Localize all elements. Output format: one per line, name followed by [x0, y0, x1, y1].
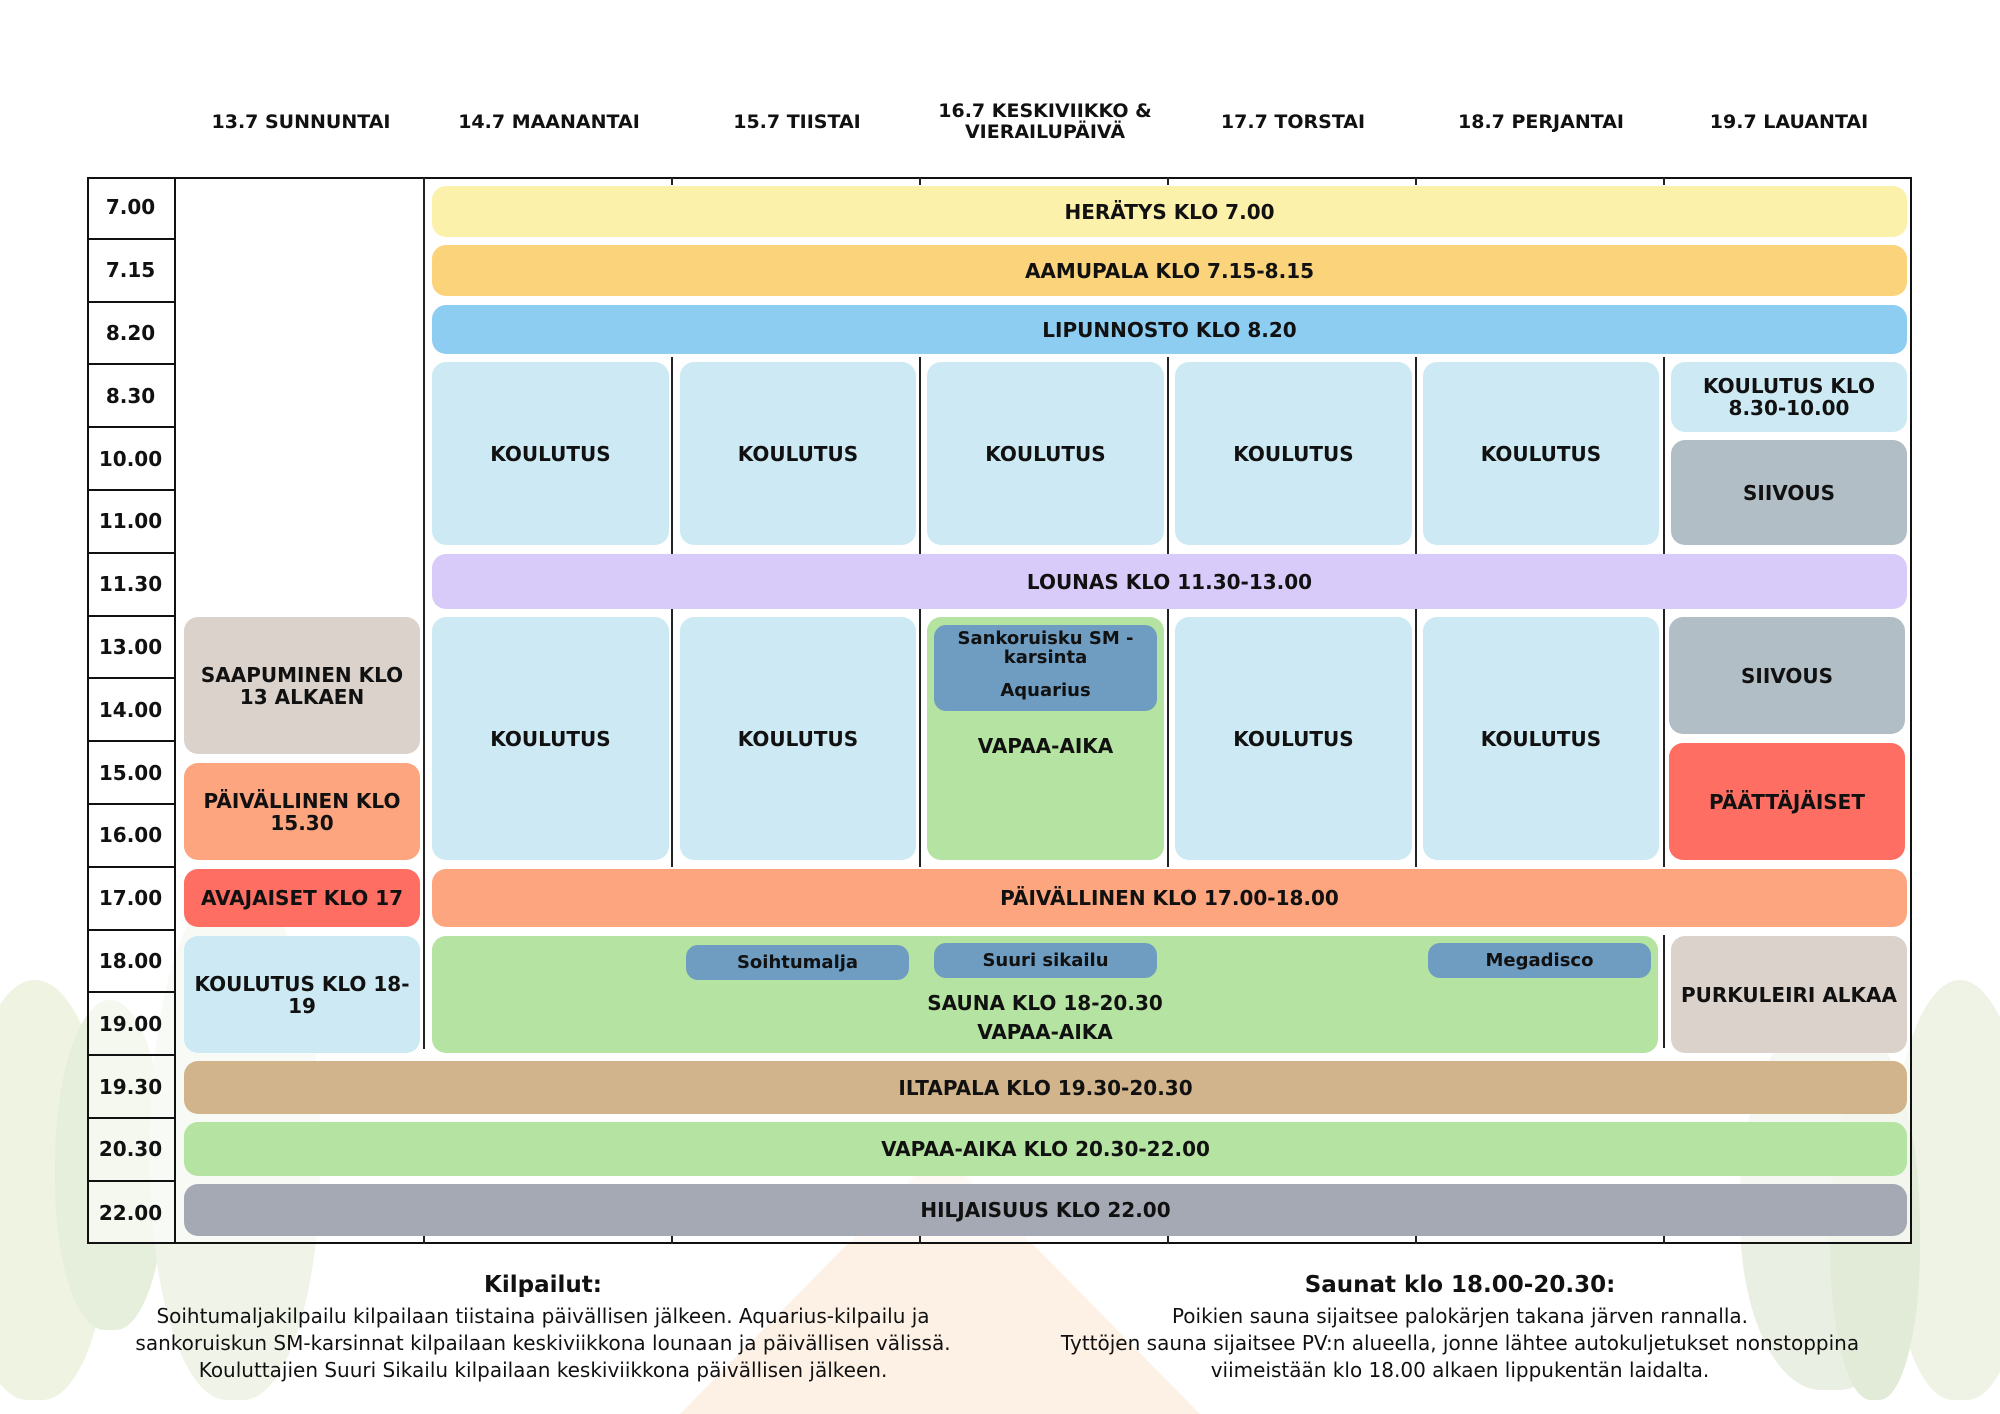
time-label: 19.30: [87, 1056, 174, 1119]
kilpailut-line: Kouluttajien Suuri Sikailu kilpailaan ke…: [198, 1358, 888, 1382]
column-divider: [1663, 357, 1665, 867]
vapaa-aika-label: VAPAA-AIKA: [977, 734, 1114, 758]
time-column: 7.00 7.15 8.20 8.30 10.00 11.00 11.30 13…: [87, 177, 176, 1244]
sankoruisku-label: Sankoruisku SM -karsinta: [957, 628, 1134, 668]
saunat-line: Poikien sauna sijaitsee palokärjen takan…: [1171, 1304, 1749, 1328]
column-divider: [1167, 357, 1169, 867]
day-header-wednesday: 16.7 KESKIVIIKKO & VIERAILUPÄIVÄ: [938, 100, 1152, 143]
kilpailut-line: Soihtumaljakilpailu kilpailaan tiistaina…: [156, 1304, 930, 1328]
column-tick: [671, 177, 673, 185]
pill-megadisco: Megadisco: [1428, 943, 1651, 978]
event-koulutus-friday-afternoon: KOULUTUS: [1423, 617, 1659, 860]
saunat-line: Tyttöjen sauna sijaitsee PV:n alueella, …: [1060, 1331, 1860, 1355]
event-koulutus-sunday: KOULUTUS KLO 18-19: [184, 936, 420, 1053]
pill-soihtumalja: Soihtumalja: [686, 945, 909, 980]
event-aamupala: AAMUPALA KLO 7.15-8.15: [432, 245, 1907, 296]
column-tick: [1167, 177, 1169, 185]
time-label: 16.00: [87, 805, 174, 868]
event-hiljaisuus: HILJAISUUS KLO 22.00: [184, 1184, 1907, 1236]
time-label: 14.00: [87, 679, 174, 743]
column-divider: [919, 357, 921, 867]
sauna-label: SAUNA KLO 18-20.30: [927, 991, 1163, 1015]
column-divider: [1415, 357, 1417, 867]
event-avajaiset: AVAJAISET KLO 17: [184, 869, 420, 927]
time-label: 13.00: [87, 617, 174, 680]
event-koulutus-tuesday-morning: KOULUTUS: [680, 362, 916, 545]
event-koulutus-thursday-morning: KOULUTUS: [1175, 362, 1412, 545]
time-label: 18.00: [87, 931, 174, 994]
pill-suuri-sikailu: Suuri sikailu: [934, 943, 1157, 978]
event-koulutus-saturday: KOULUTUS KLO 8.30-10.00: [1671, 362, 1907, 432]
event-purkuleiri: PURKULEIRI ALKAA: [1671, 936, 1907, 1053]
column-divider: [423, 177, 425, 1049]
column-tick: [1415, 177, 1417, 185]
event-siivous-saturday-afternoon: SIIVOUS: [1669, 617, 1905, 734]
time-label: 22.00: [98, 1201, 163, 1226]
time-label: 19.00: [87, 993, 174, 1057]
column-divider: [1663, 935, 1665, 1048]
event-vapaa-aika-ilta: VAPAA-AIKA KLO 20.30-22.00: [184, 1122, 1907, 1176]
column-tick: [671, 1236, 673, 1244]
event-siivous-saturday-morning: SIIVOUS: [1671, 440, 1907, 545]
event-heratys: HERÄTYS KLO 7.00: [432, 186, 1907, 237]
event-paattajaiset: PÄÄTTÄJÄISET: [1669, 743, 1905, 860]
kilpailut-title: Kilpailut:: [484, 1272, 602, 1298]
pill-sankoruisku-aquarius: Sankoruisku SM -karsinta Aquarius: [934, 625, 1157, 711]
column-tick: [1167, 1236, 1169, 1244]
time-label: 17.00: [87, 868, 174, 931]
column-tick: [1415, 1236, 1417, 1244]
column-tick: [919, 177, 921, 185]
column-tick: [1663, 177, 1665, 185]
kilpailut-text: Soihtumaljakilpailu kilpailaan tiistaina…: [93, 1303, 993, 1384]
time-label: 15.00: [87, 742, 174, 805]
time-label: 11.30: [87, 554, 174, 617]
event-koulutus-thursday-afternoon: KOULUTUS: [1175, 617, 1412, 860]
event-koulutus-tuesday-afternoon: KOULUTUS: [680, 617, 916, 860]
column-tick: [1663, 1236, 1665, 1244]
aquarius-label: Aquarius: [1000, 680, 1091, 701]
event-koulutus-monday-morning: KOULUTUS: [432, 362, 669, 545]
saunat-text: Poikien sauna sijaitsee palokärjen takan…: [1010, 1303, 1910, 1384]
day-header-thursday: 17.7 TORSTAI: [1220, 110, 1366, 133]
day-header-tuesday: 15.7 TIISTAI: [733, 110, 861, 133]
event-koulutus-monday-afternoon: KOULUTUS: [432, 617, 669, 860]
event-lounas: LOUNAS KLO 11.30-13.00: [432, 554, 1907, 609]
saunat-line: viimeistään klo 18.00 alkaen lippukentän…: [1210, 1358, 1710, 1382]
event-koulutus-wednesday-morning: KOULUTUS: [927, 362, 1164, 545]
time-label: 7.15: [87, 240, 174, 303]
event-paivallinen-sunday: PÄIVÄLLINEN KLO 15.30: [184, 763, 420, 860]
vapaa-aika-evening-label: VAPAA-AIKA: [977, 1020, 1113, 1044]
time-label: 7.00: [87, 177, 174, 240]
day-header-friday: 18.7 PERJANTAI: [1458, 110, 1624, 133]
column-divider: [671, 357, 673, 867]
event-lipunnosto: LIPUNNOSTO KLO 8.20: [432, 305, 1907, 354]
day-header-sunday: 13.7 SUNNUNTAI: [211, 110, 391, 133]
column-tick: [919, 1236, 921, 1244]
saunat-title: Saunat klo 18.00-20.30:: [1304, 1272, 1616, 1298]
kilpailut-line: sankoruiskun SM-karsinnat kilpailaan kes…: [135, 1331, 951, 1355]
event-iltapala: ILTAPALA KLO 19.30-20.30: [184, 1061, 1907, 1114]
time-label: 10.00: [87, 428, 174, 491]
time-label: 8.20: [87, 303, 174, 366]
column-tick: [423, 1236, 425, 1244]
day-header-monday: 14.7 MAANANTAI: [458, 110, 640, 133]
event-paivallinen: PÄIVÄLLINEN KLO 17.00-18.00: [432, 869, 1907, 927]
time-label: 8.30: [87, 365, 174, 429]
event-saapuminen: SAAPUMINEN KLO 13 ALKAEN: [184, 617, 420, 754]
time-label: 11.00: [87, 491, 174, 554]
day-header-saturday: 19.7 LAUANTAI: [1709, 110, 1869, 133]
time-label: 20.30: [87, 1119, 174, 1182]
event-koulutus-friday-morning: KOULUTUS: [1423, 362, 1659, 545]
